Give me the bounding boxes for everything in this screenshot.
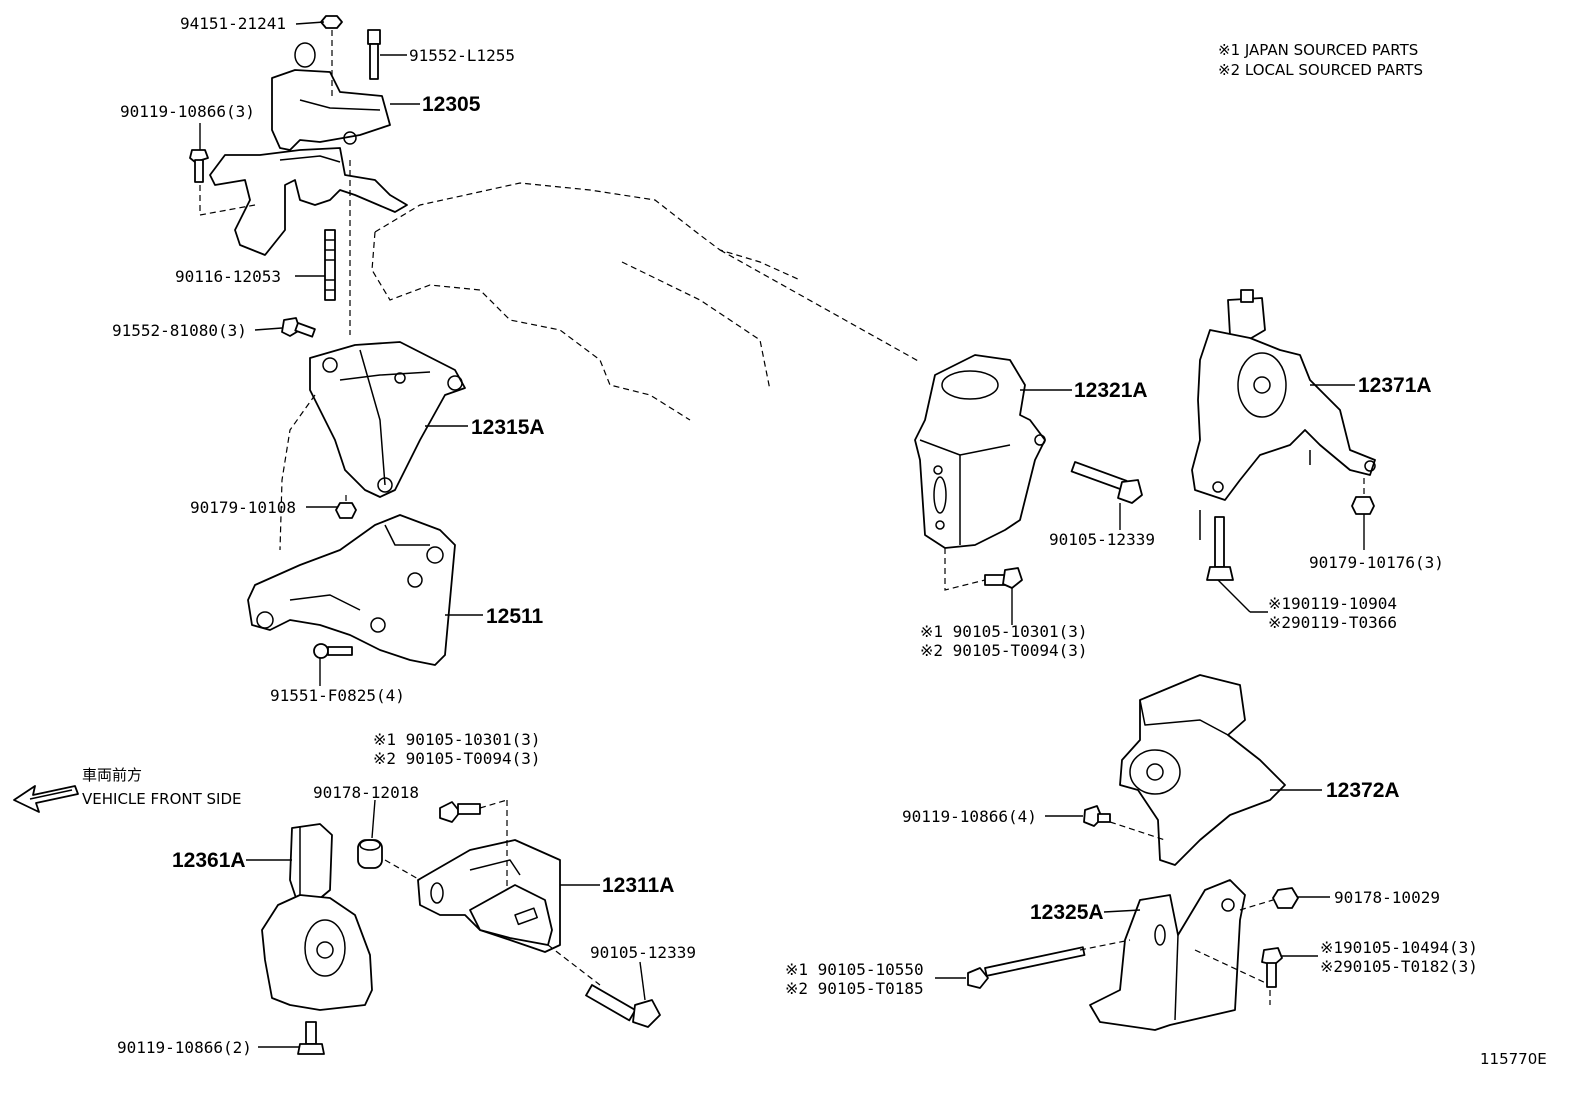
label-90105-T0182-local: ※290105-T0182(3) [1320,957,1478,976]
label-90105-10301-left-jp: ※1 90105-10301(3) [373,730,541,749]
label-90105-12339-right: 90105-12339 [1049,530,1155,549]
figure-id: 115770E [1480,1050,1547,1068]
front-label-en: VEHICLE FRONT SIDE [82,790,242,808]
engine-phantom-outline [371,182,921,421]
part-12372A-mount [1119,674,1286,866]
label-94151-21241: 94151-21241 [180,14,286,33]
label-90105-10494-jp: ※190105-10494(3) [1320,938,1478,957]
label-12311A: 12311A [602,874,674,897]
label-90119-10866-3: 90119-10866(3) [120,102,255,121]
label-91551-F0825: 91551-F0825(4) [270,686,405,705]
nut-90179-10176 [1351,478,1375,515]
label-90179-10176: 90179-10176(3) [1309,553,1444,572]
leader-lines [199,21,1365,1048]
nut-90178-10029 [1239,887,1299,911]
label-90178-10029: 90178-10029 [1334,888,1440,907]
label-12315A: 12315A [471,416,545,439]
label-12325A: 12325A [1030,901,1104,924]
bolt-90119-10866-right [1083,805,1166,841]
part-12311A-bracket [384,800,601,986]
bolt-91552-L1255 [367,29,381,80]
bolt-90105-12339-left [585,984,661,1028]
label-90105-T0094-left-local: ※2 90105-T0094(3) [373,749,541,768]
collar-90178-12018 [357,839,383,869]
label-12361A: 12361A [172,849,246,872]
part-12361A-mount [261,823,373,1011]
label-90105-10301-right-jp: ※1 90105-10301(3) [920,622,1088,641]
part-12325A-bracket [1089,879,1271,1031]
vehicle-front-arrow [13,785,79,813]
bolt-90105-10494 [1261,947,1283,1005]
label-90178-12018: 90178-12018 [313,783,419,802]
label-90179-10108: 90179-10108 [190,498,296,517]
stud-90116-12053 [324,160,351,335]
bolt-90119-10866-bottom [297,1021,325,1055]
label-90105-10550-jp: ※1 90105-10550 [785,960,924,979]
label-90119-10866-4: 90119-10866(4) [902,807,1037,826]
label-12305: 12305 [422,93,481,116]
bolt-90119-10904 [1206,516,1234,581]
label-90105-12339-left: 90105-12339 [590,943,696,962]
label-90105-T0094-right-local: ※2 90105-T0094(3) [920,641,1088,660]
bolt-90105-10550 [967,939,1131,989]
part-12315A-bracket [279,341,466,551]
label-12372A: 12372A [1326,779,1400,802]
label-12321A: 12321A [1074,379,1148,402]
bolt-90105-10301-right [984,567,1023,589]
label-91552-L1255: 91552-L1255 [409,46,515,65]
bolt-90105-12339-right [1070,461,1143,504]
label-91552-81080: 91552-81080(3) [112,321,247,340]
part-12511-bracket [247,514,456,666]
note-japan-sourced: ※1 JAPAN SOURCED PARTS [1218,41,1418,59]
bolt-91551-F0825 [313,643,353,659]
part-12321A-mount [914,354,1046,591]
note-local-sourced: ※2 LOCAL SOURCED PARTS [1218,61,1423,79]
bolt-90119-10866-top [189,149,256,216]
label-12371A: 12371A [1358,374,1432,397]
part-12371A-mount [1191,289,1376,540]
label-12511: 12511 [486,605,544,628]
bolt-91552-81080 [281,317,316,338]
label-90119-T0366-local: ※290119-T0366 [1268,613,1397,632]
label-90119-10904-jp: ※190119-10904 [1268,594,1397,613]
label-90105-T0185-local: ※2 90105-T0185 [785,979,924,998]
label-90119-10866-2: 90119-10866(2) [117,1038,252,1057]
part-12305-mount [209,42,408,256]
notes: ※1 JAPAN SOURCED PARTS ※2 LOCAL SOURCED … [1218,41,1423,79]
front-label-jp: 車両前方 [82,766,142,784]
bolt-90105-10301-left [439,799,508,823]
nut-90179-10108 [335,495,357,519]
label-90116-12053: 90116-12053 [175,267,281,286]
